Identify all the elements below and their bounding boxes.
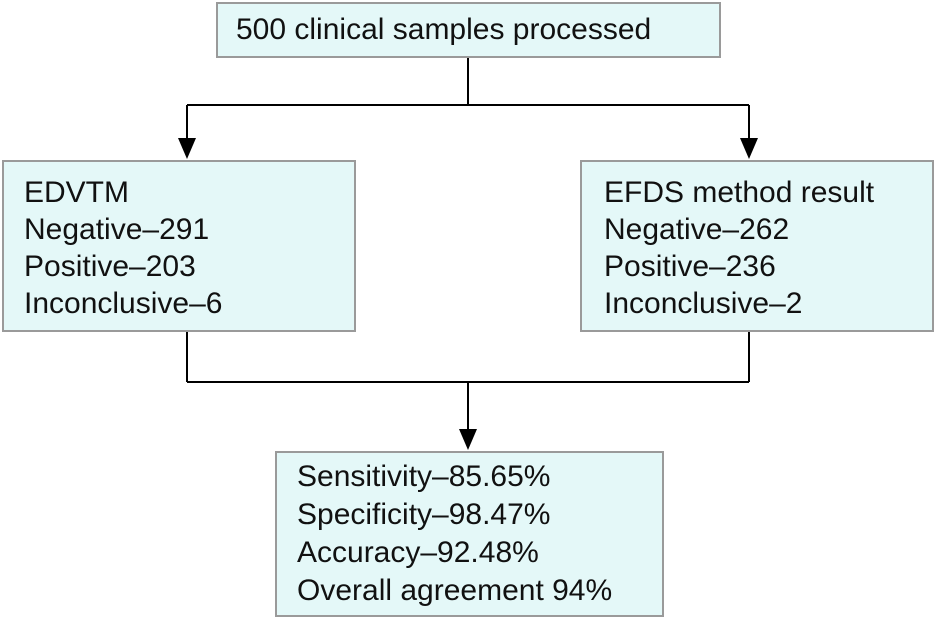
specificity-value: Specificity–98.47%: [297, 498, 551, 531]
accuracy-value: Accuracy–92.48%: [297, 536, 539, 569]
overall-agreement-value: Overall agreement 94%: [297, 574, 613, 607]
sensitivity-value: Sensitivity–85.65%: [297, 460, 551, 493]
edvtm-inconclusive: Inconclusive–6: [24, 287, 223, 320]
arrowhead-right: [740, 138, 758, 159]
edvtm-positive: Positive–203: [24, 250, 196, 283]
efds-inconclusive: Inconclusive–2: [604, 287, 803, 320]
efds-positive: Positive–236: [604, 250, 776, 283]
efds-title: EFDS method result: [604, 176, 875, 209]
edvtm-result-box: EDVTM Negative–291 Positive–203 Inconclu…: [2, 160, 356, 332]
edvtm-title: EDVTM: [24, 176, 129, 209]
efds-result-box: EFDS method result Negative–262 Positive…: [580, 160, 934, 332]
arrowhead-left: [178, 138, 196, 159]
samples-processed-box: 500 clinical samples processed: [216, 2, 721, 58]
arrowhead-bottom: [459, 429, 477, 450]
edvtm-negative: Negative–291: [24, 213, 210, 246]
performance-metrics-box: Sensitivity–85.65% Specificity–98.47% Ac…: [275, 451, 664, 617]
samples-processed-text: 500 clinical samples processed: [236, 13, 652, 46]
efds-negative: Negative–262: [604, 213, 790, 246]
